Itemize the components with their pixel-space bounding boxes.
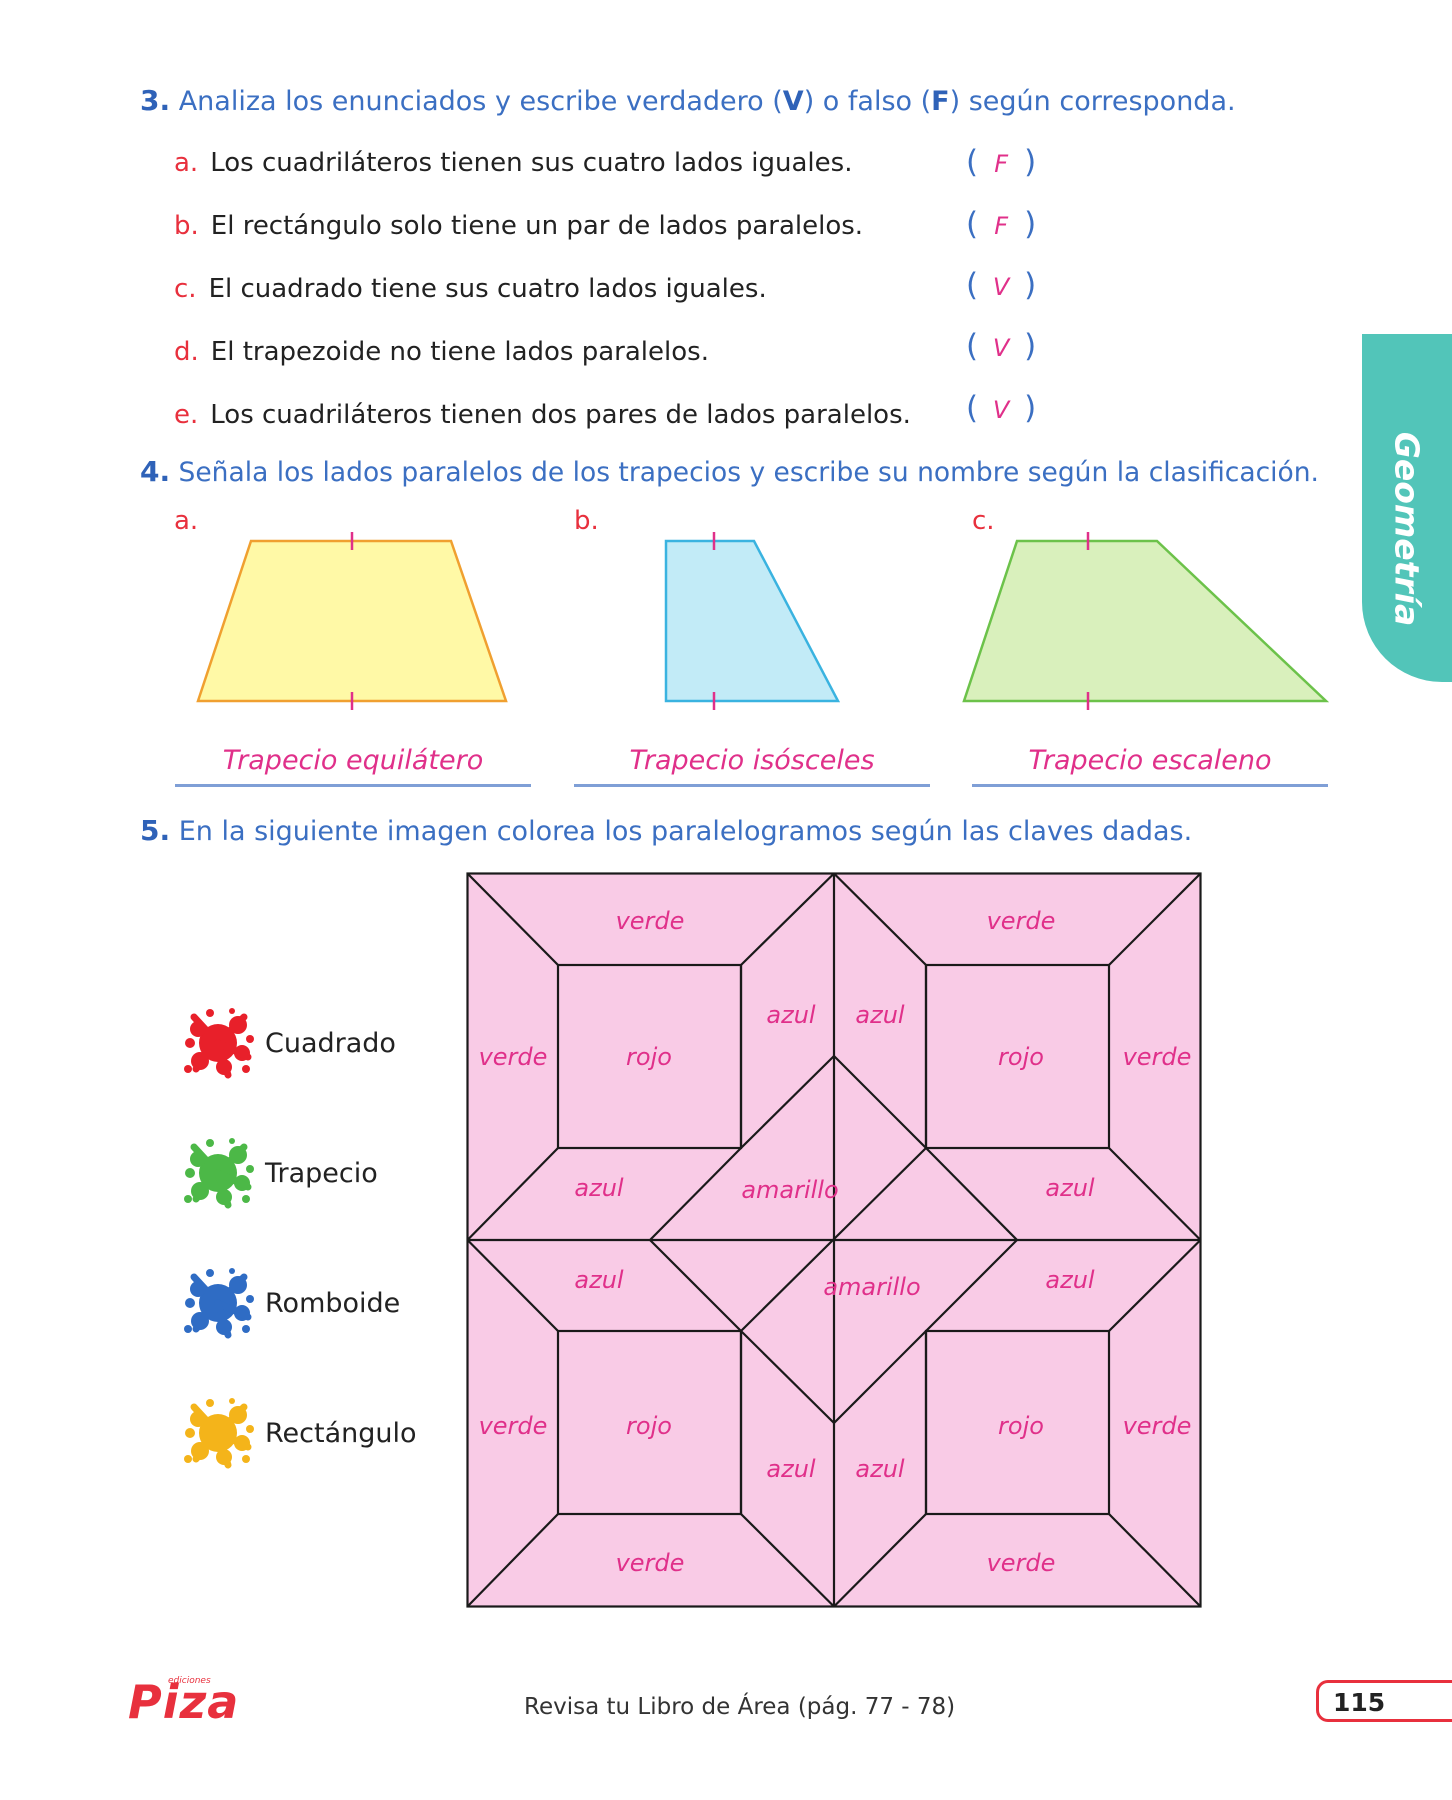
paren-close: )	[1024, 206, 1037, 242]
label-azul-4: azul	[1045, 1174, 1095, 1202]
q3-title: 3. Analiza los enunciados y escribe verd…	[140, 84, 1236, 117]
page-number-box: 115	[1316, 1680, 1452, 1722]
trapezoid-a	[196, 532, 508, 710]
label-verde-left-top: verde	[479, 1043, 548, 1071]
label-verde-bottom-left: verde	[616, 1549, 685, 1577]
label-azul-3: azul	[574, 1174, 624, 1202]
answer-value: V	[992, 273, 1010, 301]
item-letter: e.	[174, 400, 199, 430]
trapezoid-c	[962, 532, 1330, 710]
name-line-a[interactable]: Trapecio equilátero	[175, 742, 531, 787]
label-amarillo-2: amarillo	[823, 1273, 920, 1301]
q3-title-text-2: ) o falso (	[803, 86, 932, 117]
publisher-logo-small: ediciones	[168, 1676, 211, 1686]
mosaic-lines	[466, 872, 1202, 1608]
label-rojo-2: rojo	[998, 1043, 1044, 1071]
label-azul-1: azul	[766, 1001, 816, 1029]
page-number: 115	[1333, 1688, 1386, 1717]
item-letter: b.	[174, 211, 199, 241]
paren-open: (	[966, 144, 979, 180]
label-verde-top-right: verde	[987, 907, 1056, 935]
figure-c-letter: c.	[972, 506, 995, 536]
answer-value: F	[994, 150, 1009, 178]
paren-close: )	[1024, 144, 1037, 180]
paint-splash-icon-yellow	[184, 1398, 254, 1469]
answer-a[interactable]: ( F)	[966, 144, 1036, 180]
q4-number: 4.	[140, 455, 171, 488]
paren-close: )	[1024, 390, 1037, 426]
q3-item-e: e. Los cuadriláteros tienen dos pares de …	[174, 400, 911, 430]
label-verde-right-bottom: verde	[1123, 1412, 1192, 1440]
item-text: El cuadrado tiene sus cuatro lados igual…	[208, 274, 767, 304]
legend-rectangulo: Rectángulo	[265, 1418, 417, 1449]
answer-b[interactable]: ( F)	[966, 206, 1036, 242]
legend-romboide: Romboide	[265, 1288, 401, 1319]
side-tab-geometria: Geometría	[1362, 334, 1452, 682]
paint-splash-icon-red	[184, 1008, 254, 1079]
figure-b-letter: b.	[574, 506, 599, 536]
q3-v-letter: V	[782, 86, 804, 117]
footer-note: Revisa tu Libro de Área (pág. 77 - 78)	[524, 1694, 956, 1720]
item-letter: d.	[174, 337, 199, 367]
paren-open: (	[966, 390, 979, 426]
label-rojo-3: rojo	[626, 1412, 672, 1440]
paren-close: )	[1024, 328, 1037, 364]
paint-splash-icon-blue	[184, 1268, 254, 1339]
q3-item-a: a. Los cuadriláteros tienen sus cuatro la…	[174, 148, 852, 178]
side-tab-label: Geometría	[1387, 431, 1427, 627]
label-azul-6: azul	[1045, 1266, 1095, 1294]
answer-c[interactable]: ( V)	[966, 267, 1036, 303]
paren-close: )	[1024, 267, 1037, 303]
item-letter: c.	[174, 274, 197, 304]
paren-open: (	[966, 328, 979, 364]
q3-item-b: b. El rectángulo solo tiene un par de lad…	[174, 211, 863, 241]
item-text: El rectángulo solo tiene un par de lados…	[210, 211, 864, 241]
parallelogram-mosaic[interactable]: verde verde verde verde rojo rojo azul a…	[466, 872, 1202, 1610]
item-text: Los cuadriláteros tienen dos pares de la…	[210, 400, 911, 430]
q5-title-text: En la siguiente imagen colorea los paral…	[170, 816, 1193, 847]
answer-value: V	[992, 334, 1010, 362]
name-line-b[interactable]: Trapecio isósceles	[574, 742, 930, 787]
answer-e[interactable]: ( V)	[966, 390, 1036, 426]
q3-title-text-3: ) según corresponda.	[949, 86, 1236, 117]
q4-title: 4. Señala los lados paralelos de los tra…	[140, 455, 1319, 488]
label-verde-bottom-right: verde	[987, 1549, 1056, 1577]
q3-title-text-1: Analiza los enunciados y escribe verdade…	[170, 86, 783, 117]
answer-value: F	[994, 212, 1009, 240]
paint-splash-icon-green	[184, 1138, 254, 1209]
mosaic-labels: verde verde verde verde rojo rojo azul a…	[479, 907, 1192, 1577]
q4-title-text: Señala los lados paralelos de los trapec…	[170, 457, 1319, 488]
label-azul-2: azul	[855, 1001, 905, 1029]
label-verde-right-top: verde	[1123, 1043, 1192, 1071]
item-letter: a.	[174, 148, 199, 178]
q3-item-d: d. El trapezoide no tiene lados paralelos…	[174, 337, 709, 367]
publisher-logo: Piza	[128, 1675, 240, 1729]
label-amarillo-1: amarillo	[741, 1176, 838, 1204]
label-azul-5: azul	[574, 1266, 624, 1294]
label-verde-left-bottom: verde	[479, 1412, 548, 1440]
label-azul-7: azul	[766, 1455, 816, 1483]
name-line-c[interactable]: Trapecio escaleno	[972, 742, 1328, 787]
label-azul-8: azul	[855, 1455, 905, 1483]
answer-value: V	[992, 396, 1010, 424]
label-verde-top-left: verde	[616, 907, 685, 935]
answer-d[interactable]: ( V)	[966, 328, 1036, 364]
trapezoid-b	[664, 532, 841, 710]
q3-f-letter: F	[931, 86, 950, 117]
label-rojo-1: rojo	[626, 1043, 672, 1071]
figure-a-letter: a.	[174, 506, 199, 536]
legend-cuadrado: Cuadrado	[265, 1028, 396, 1059]
q5-number: 5.	[140, 814, 171, 847]
legend-trapecio: Trapecio	[265, 1158, 378, 1189]
q3-number: 3.	[140, 84, 171, 117]
trapezoid-figures	[196, 532, 1330, 710]
item-text: El trapezoide no tiene lados paralelos.	[210, 337, 709, 367]
q3-item-c: c. El cuadrado tiene sus cuatro lados igu…	[174, 274, 767, 304]
label-rojo-4: rojo	[998, 1412, 1044, 1440]
paren-open: (	[966, 206, 979, 242]
q5-title: 5. En la siguiente imagen colorea los pa…	[140, 814, 1192, 847]
paren-open: (	[966, 267, 979, 303]
item-text: Los cuadriláteros tienen sus cuatro lado…	[210, 148, 853, 178]
